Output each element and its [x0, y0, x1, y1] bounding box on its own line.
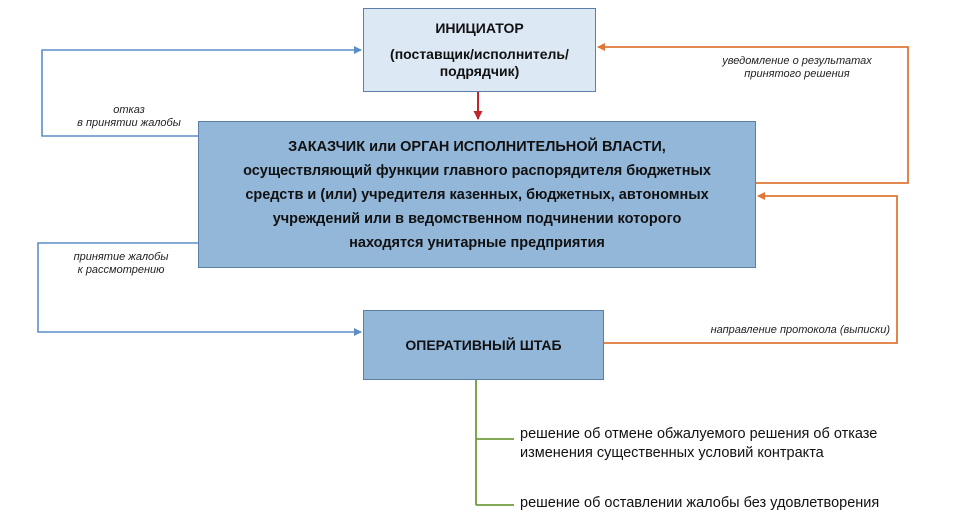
- customer-line1: ЗАКАЗЧИК или ОРГАН ИСПОЛНИТЕЛЬНОЙ ВЛАСТИ…: [288, 138, 666, 155]
- label-acceptance-line2: к рассмотрению: [77, 264, 165, 276]
- label-refusal: отказ в принятии жалобы: [64, 104, 194, 130]
- customer-box: ЗАКАЗЧИК или ОРГАН ИСПОЛНИТЕЛЬНОЙ ВЛАСТИ…: [198, 121, 756, 268]
- hq-title: ОПЕРАТИВНЫЙ ШТАБ: [405, 337, 562, 353]
- label-refusal-line2: в принятии жалобы: [77, 117, 181, 129]
- label-notification-line1: уведомление о результатах: [722, 55, 872, 67]
- outcome-leave: решение об оставлении жалобы без удовлет…: [520, 494, 879, 513]
- label-notification-line2: принятого решения: [744, 68, 850, 80]
- initiator-title: ИНИЦИАТОР: [435, 20, 524, 36]
- connector-refusal: [41, 46, 362, 137]
- customer-line5: находятся унитарные предприятия: [349, 234, 605, 251]
- label-acceptance-line1: принятие жалобы: [73, 251, 169, 263]
- customer-line2: осуществляющий функции главного распоряд…: [243, 162, 711, 179]
- outcome-cancel-line1: решение об отмене обжалуемого решения об…: [520, 426, 878, 442]
- customer-line4: учреждений или в ведомственном подчинени…: [272, 210, 682, 227]
- connector-protocol: [604, 192, 898, 344]
- label-protocol: направление протокола (выписки): [660, 324, 890, 337]
- outcome-cancel: решение об отмене обжалуемого решения об…: [520, 425, 877, 463]
- customer-line3: средств и (или) учредителя казенных, бюд…: [245, 186, 709, 203]
- connector-notification: [597, 43, 909, 184]
- hq-box: ОПЕРАТИВНЫЙ ШТАБ: [363, 310, 604, 380]
- connector-acceptance: [37, 242, 362, 336]
- label-protocol-text: направление протокола (выписки): [710, 324, 890, 336]
- initiator-box: ИНИЦИАТОР (поставщик/исполнитель/ подряд…: [363, 8, 596, 92]
- label-notification: уведомление о результатах принятого реше…: [697, 55, 897, 81]
- outcome-leave-line1: решение об оставлении жалобы без удовлет…: [520, 495, 880, 511]
- initiator-subtitle-line1: (поставщик/исполнитель/: [390, 46, 569, 62]
- outcome-cancel-line2: изменения существенных условий контракта: [520, 445, 824, 461]
- label-refusal-line1: отказ: [113, 104, 145, 116]
- initiator-subtitle-line2: подрядчик): [439, 63, 520, 79]
- label-acceptance: принятие жалобы к рассмотрению: [56, 251, 186, 277]
